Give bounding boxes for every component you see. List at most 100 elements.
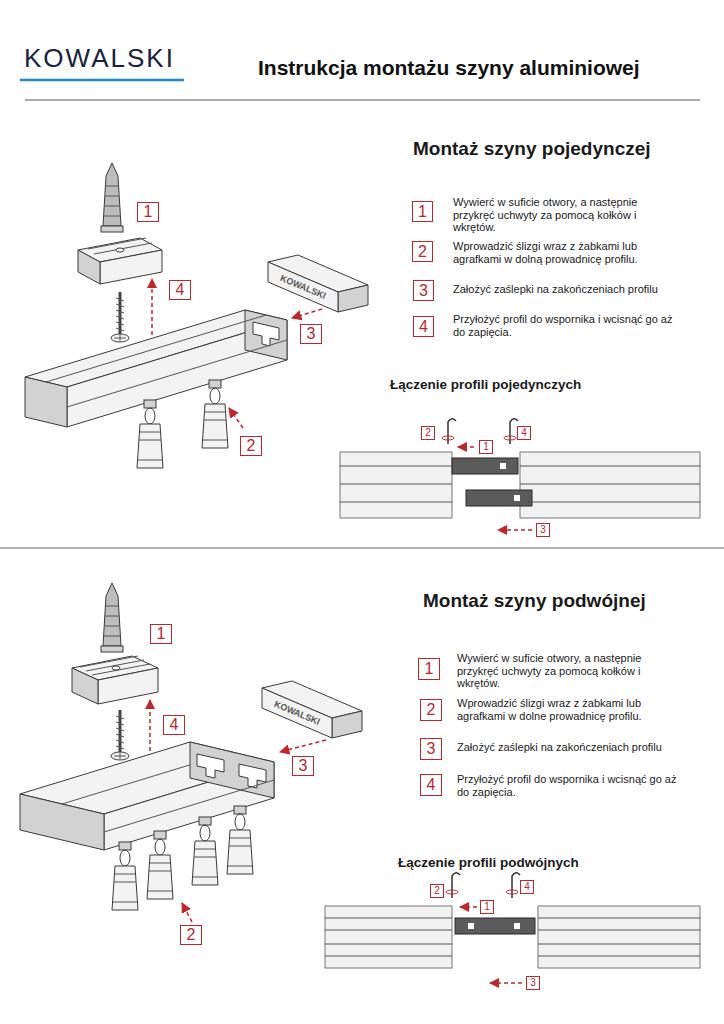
callout-text: 1 (144, 204, 153, 220)
callout-text: 4 (521, 428, 527, 438)
cap-side (262, 688, 332, 738)
screw (111, 710, 129, 760)
assembly-arrow (151, 279, 153, 335)
screw-cross (114, 753, 126, 759)
turn-mark (446, 890, 458, 894)
callout-number: 3 (536, 523, 550, 537)
joint-double (325, 873, 700, 983)
rail-grooves (325, 918, 700, 956)
end-cap (268, 255, 368, 312)
rail-cut-end (20, 794, 104, 850)
callout-number: 3 (413, 280, 434, 301)
rail-channel (197, 754, 224, 778)
rail-cut-end (25, 377, 67, 427)
anchor-body (103, 583, 121, 646)
screw-shaft (119, 710, 122, 752)
step-text: Wprowadzić ślizgi wraz z żabkami lub agr… (453, 240, 675, 265)
glider-clip (137, 400, 163, 468)
callout-text: 3 (307, 326, 316, 342)
rail-end-face (190, 742, 274, 798)
anchor-ribs (104, 606, 120, 636)
callout-number: 1 (418, 658, 440, 680)
step-text: Założyć zaślepki na zakończeniach profil… (457, 741, 697, 754)
callout-text: 4 (176, 282, 185, 298)
clip (137, 424, 163, 468)
bracket-hole (116, 248, 124, 252)
callout-number: 1 (150, 624, 172, 644)
callout-number: 3 (526, 976, 540, 990)
clip (192, 841, 218, 885)
bracket (72, 656, 158, 704)
callout-text: 4 (170, 717, 179, 733)
clip-teeth (138, 432, 162, 460)
glider-clip (227, 806, 253, 874)
callout-text: 4 (419, 319, 428, 335)
screw-shaft (119, 292, 122, 334)
callout-number: 3 (420, 738, 442, 760)
screw-thread (116, 716, 124, 749)
plate-hole (500, 463, 506, 469)
callout-number: 4 (420, 774, 442, 796)
callout-number: 1 (479, 440, 493, 454)
hook-ring (200, 825, 210, 841)
bracket-hole (112, 666, 120, 670)
clip (227, 830, 253, 874)
logo-line (20, 79, 184, 82)
callout-number: 3 (300, 324, 322, 344)
bracket-front (100, 250, 162, 284)
step-text: Przyłożyć profil do wspornika i wcisnąć … (453, 313, 675, 338)
callout-text: 4 (524, 882, 530, 892)
step-text: Wywierć w suficie otwory, a następnie pr… (457, 652, 679, 690)
screw-thread (116, 298, 124, 331)
plate-hole (468, 923, 474, 929)
turn-mark (442, 436, 454, 440)
callout-number: 4 (520, 880, 534, 894)
callout-number: 2 (180, 925, 202, 945)
clip-teeth (193, 849, 217, 877)
anchor-flange (101, 226, 123, 232)
callout-number: 3 (292, 756, 314, 776)
callout-number: 4 (163, 715, 185, 735)
glider-clip (192, 817, 218, 885)
glider-clip (112, 842, 138, 910)
subheading: Łączenie profili podwójnych (398, 855, 579, 871)
end-cap (262, 681, 362, 738)
bracket-grooves (80, 656, 150, 675)
rail-right (520, 452, 700, 518)
assembly-arrow (458, 446, 474, 448)
hook-ring (120, 850, 130, 866)
glider (119, 842, 131, 850)
connector-plate (455, 918, 535, 934)
glider (209, 380, 221, 388)
anchor-flange (101, 646, 123, 652)
page-title: Instrukcja montażu szyny aluminiowej (258, 56, 640, 80)
rail-left (325, 906, 452, 968)
glider (234, 806, 246, 814)
bracket-side (72, 668, 98, 704)
assembly-arrow (292, 309, 322, 318)
turn-mark (504, 436, 516, 440)
rail-end-face (245, 310, 287, 360)
callout-text: 2 (425, 428, 431, 438)
screw-cross (114, 335, 126, 341)
callout-text: 3 (419, 283, 428, 299)
subheading: Łączenie profili pojedynczych (390, 377, 581, 393)
callout-number: 4 (169, 280, 191, 300)
clip-teeth (113, 874, 137, 902)
callout-text: 3 (299, 758, 308, 774)
assembly-arrow (490, 982, 522, 984)
callout-number: 2 (420, 699, 442, 721)
connector-plate (452, 458, 518, 474)
joint-single (340, 419, 700, 530)
callout-number: 4 (413, 316, 434, 337)
glider-clip (202, 380, 228, 448)
bracket-front (98, 668, 158, 704)
turn-mark (506, 890, 518, 894)
glider (144, 400, 156, 408)
glider-clip (147, 831, 173, 899)
callout-number: 1 (412, 201, 433, 222)
callout-number: 4 (517, 426, 531, 440)
cap-end (338, 285, 368, 312)
callout-text: 1 (425, 661, 434, 677)
